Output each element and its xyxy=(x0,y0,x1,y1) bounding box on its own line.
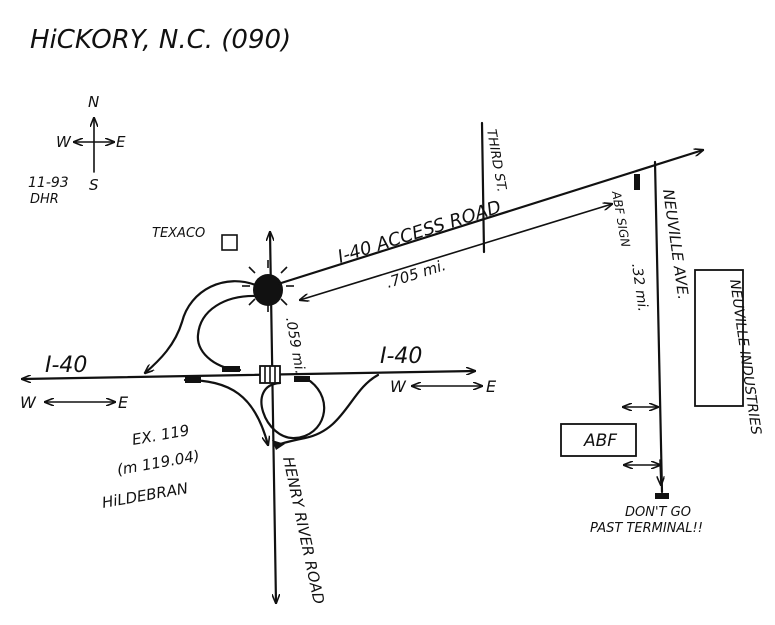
third-street-label: THIRD ST. xyxy=(483,128,509,193)
dir-left-w: W xyxy=(20,393,37,412)
compass-east: E xyxy=(116,133,126,151)
warning-line-1: DON'T GO xyxy=(625,505,691,520)
i40-highway xyxy=(20,371,477,379)
i40-label-left: I-40 xyxy=(45,353,87,378)
dir-right-w: W xyxy=(390,377,407,396)
ramp-west-exit xyxy=(183,378,268,445)
exit-name: HiLDEBRAN xyxy=(101,479,190,512)
map-title: HiCKORY, N.C. (090) xyxy=(30,25,291,55)
ramp-southeast-loop xyxy=(260,379,326,440)
texaco-building-icon xyxy=(221,234,238,251)
compass-rose-icon xyxy=(74,118,114,173)
abf-sign-label: ABF SIGN xyxy=(609,189,633,248)
ramp-west-inner xyxy=(196,294,259,372)
warning-line-2: PAST TERMINAL!! xyxy=(590,521,703,536)
dir-left-e: E xyxy=(118,393,129,412)
compass-west: W xyxy=(56,133,72,151)
abf-terminal-building xyxy=(560,423,637,457)
exit-number: EX. 119 xyxy=(131,421,191,449)
distance-henry-river: .059 mi. xyxy=(282,316,308,376)
compass-north: N xyxy=(88,93,99,111)
neuville-industries-building xyxy=(694,269,744,407)
revision-date: 11-93 xyxy=(28,175,69,191)
i40-label-right: I-40 xyxy=(380,344,422,369)
i40-access-road-label: I-40 ACCESS ROAD xyxy=(335,197,503,268)
revision-initials: DHR xyxy=(30,192,59,207)
distance-access-road: .705 mi. xyxy=(384,256,448,292)
neuville-avenue xyxy=(653,160,664,494)
neuville-avenue-label: NEUVILLE AVE. xyxy=(659,188,692,301)
abf-sign-marker-icon xyxy=(634,174,640,190)
dir-right-e: E xyxy=(486,377,497,396)
texaco-label: TEXACO xyxy=(152,226,205,241)
abf-terminal-label: ABF xyxy=(583,431,617,451)
intersection-marker-icon xyxy=(242,260,294,312)
ramp-east-entry xyxy=(278,373,380,446)
ramp-northwest-loop xyxy=(145,280,260,373)
third-street xyxy=(480,121,486,254)
exit-milepost: (m 119.04) xyxy=(116,447,201,479)
distance-neuville: .32 mi. xyxy=(628,262,651,312)
compass-south: S xyxy=(89,176,99,194)
henry-river-road-label: HENRY RIVER ROAD xyxy=(279,455,328,606)
